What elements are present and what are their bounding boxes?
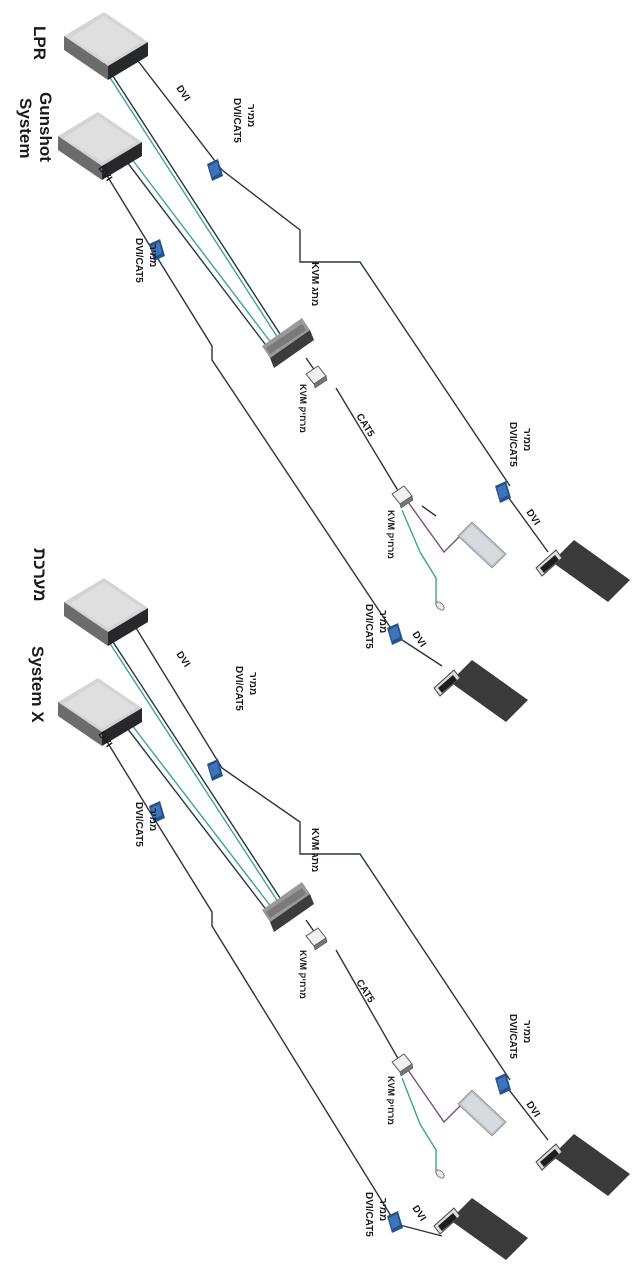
label-cat5-bottom: CAT5 <box>353 978 376 1006</box>
system-label-lpr: LPR <box>30 26 49 60</box>
label-kvm-extender-bottom-b: KVM מרחיק <box>386 1076 396 1125</box>
cable-bottom-cat5-extender-to-extender <box>335 949 401 1063</box>
system-label-system: System <box>16 98 35 158</box>
cable-bottom-a-dvi-to-far-screen <box>124 609 511 1081</box>
converter-title-top-4: ממיר <box>377 610 388 633</box>
kvm-extender-top-a <box>305 365 328 389</box>
converter-sub-top-3: DVI/CAT5 <box>507 422 518 467</box>
cable-bottom-extender-to-keyboard <box>407 1069 467 1124</box>
label-cat5-top: CAT5 <box>353 412 376 440</box>
cable-converter-to-mid-screen <box>395 635 443 667</box>
server-lpr <box>64 12 148 80</box>
label-kvm-switch-bottom: KVM מתג <box>309 828 320 872</box>
label-dvi-bottom-3: DVI <box>524 1100 543 1120</box>
system-label-gunshot: Gunshot <box>36 92 55 162</box>
cable-extender-to-monitor <box>421 505 437 517</box>
label-dvi-top-1: DVI <box>174 84 193 104</box>
cable-gunshot-dvi-to-screen <box>105 173 397 637</box>
cable-extender-to-keyboard <box>407 501 467 554</box>
converter-sub-bottom-1: DVI/CAT5 <box>233 666 244 711</box>
cable-converter-to-top-screen <box>505 493 549 553</box>
converter-title-bottom-3: ממיר <box>521 1020 532 1043</box>
converter-sub-bottom-4: DVI/CAT5 <box>363 1192 374 1237</box>
converter-bottom-3 <box>495 1073 511 1095</box>
converter-sub-top-4: DVI/CAT5 <box>363 604 374 649</box>
cable-cat5-extender-to-extender <box>335 387 401 495</box>
label-kvm-extender-top-a: KVM מרחיק <box>298 384 308 433</box>
cable-bottom-a-teal-to-switch <box>95 621 279 903</box>
cable-gunshot-dark-to-switch <box>123 157 269 349</box>
top-section: LPR Gunshot System ממי <box>16 12 631 723</box>
converter-title-bottom-1: ממיר <box>247 672 258 695</box>
converter-title-top-1: ממיר <box>245 104 256 127</box>
bottom-section: מערכת System X ממיר DVI/CAT <box>28 548 631 1261</box>
cable-bottom-a-dark-to-switch <box>99 621 281 899</box>
label-kvm-switch-top: KVM מתג <box>309 262 320 306</box>
cable-bottom-converter-to-top-screen <box>505 1085 549 1141</box>
cable-extender-to-mouse <box>401 509 437 604</box>
cable-lpr-dark-to-switch <box>99 55 281 335</box>
monitor-top-mid <box>433 659 529 723</box>
converter-top-1 <box>207 159 223 181</box>
label-dvi-top-3: DVI <box>524 508 543 528</box>
cable-bottom-b-dvi-to-screen <box>105 739 397 1225</box>
monitor-bottom-mid <box>433 1197 529 1261</box>
kvm-extender-bottom-a <box>305 927 328 951</box>
system-label-system-x: System X <box>28 646 47 723</box>
cable-lpr-teal-to-switch <box>95 55 279 339</box>
converter-title-bottom-2: ממיר <box>147 808 158 831</box>
label-kvm-extender-bottom-a: KVM מרחיק <box>298 950 308 999</box>
converter-title-top-2: ממיר <box>147 244 158 267</box>
keyboard-bottom <box>457 1089 507 1137</box>
keyboard-top <box>457 521 507 569</box>
server-bottom-a <box>64 578 148 646</box>
label-dvi-bottom-4: DVI <box>410 1204 429 1224</box>
label-dvi-bottom-1: DVI <box>174 650 193 670</box>
system-label-hebrew: מערכת <box>30 548 49 602</box>
cable-lpr-dvi-to-far-screen <box>124 43 511 487</box>
monitor-top-right <box>535 539 631 603</box>
cable-bottom-b-teal-to-switch <box>127 719 273 909</box>
converter-bottom-1 <box>207 759 223 781</box>
converter-sub-bottom-3: DVI/CAT5 <box>507 1014 518 1059</box>
label-kvm-extender-top-b: KVM מרחיק <box>386 510 396 559</box>
converter-sub-bottom-2: DVI/CAT5 <box>133 802 144 847</box>
converter-title-top-3: ממיר <box>521 428 532 451</box>
monitor-bottom-right <box>535 1133 631 1197</box>
converter-sub-top-1: DVI/CAT5 <box>231 98 242 143</box>
cable-bottom-converter-to-mid-screen <box>395 1223 443 1237</box>
converter-title-bottom-4: ממיר <box>377 1198 388 1221</box>
cable-gunshot-teal-to-switch <box>127 153 273 345</box>
cable-bottom-b-dark-to-switch <box>123 723 269 913</box>
cable-bottom-extender-to-mouse <box>401 1077 437 1172</box>
converter-sub-top-2: DVI/CAT5 <box>133 238 144 283</box>
